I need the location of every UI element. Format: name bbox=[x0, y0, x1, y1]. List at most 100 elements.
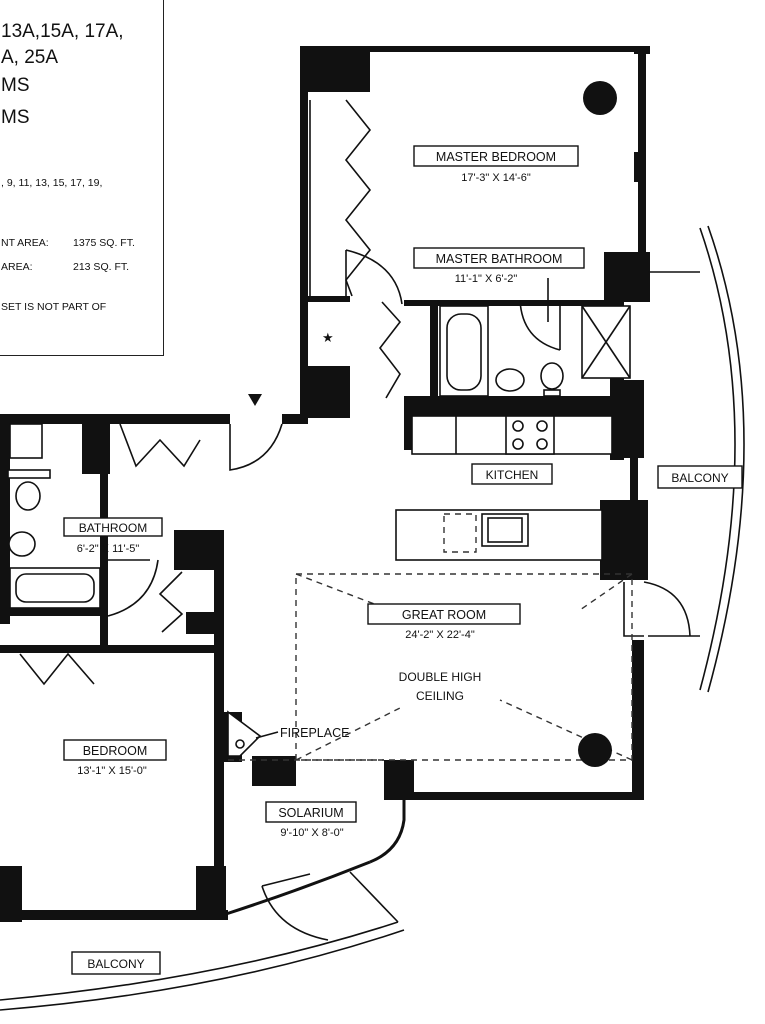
solarium-balcony-door bbox=[261, 873, 329, 941]
legend-balcony-area-label: AREA: bbox=[1, 261, 33, 273]
master-bathroom-label-box bbox=[413, 247, 585, 269]
wall-kitchen-west bbox=[404, 400, 412, 450]
master-bathroom-name: MASTER BATHROOM bbox=[436, 252, 563, 266]
bedroom-name: BEDROOM bbox=[83, 744, 148, 758]
wall-closet-top bbox=[300, 296, 350, 302]
master-bedroom-door bbox=[345, 249, 403, 305]
ceiling-diagonal bbox=[295, 573, 391, 611]
ceiling-note-line-1: DOUBLE HIGH bbox=[399, 670, 482, 684]
balcony-east-railing bbox=[648, 225, 745, 693]
fireplace-icon bbox=[227, 710, 262, 757]
legend-apartment-area-label: NT AREA: bbox=[1, 237, 49, 249]
island-sink-basin bbox=[487, 517, 523, 543]
balcony-south-label-box bbox=[71, 951, 161, 975]
wall-master-east bbox=[638, 52, 646, 152]
bedroom-size: 13'-1" X 15'-0" bbox=[77, 765, 147, 777]
wall-column-great-room-ne bbox=[600, 500, 648, 580]
balcony-south-railing bbox=[0, 871, 405, 1011]
wall-north-left bbox=[0, 414, 230, 424]
wall-column-entry bbox=[300, 366, 350, 418]
entry-door bbox=[229, 423, 283, 471]
bathroom-door bbox=[107, 559, 159, 617]
legend-apartment-area-value: 1375 SQ. FT. bbox=[73, 237, 135, 249]
burner-icon bbox=[512, 438, 524, 450]
cooktop bbox=[505, 415, 555, 455]
legend-unit-line-1: 13A,15A, 17A, bbox=[1, 21, 124, 42]
wall-column-bedroom-se bbox=[196, 866, 226, 918]
wall-solarium-south bbox=[225, 860, 371, 916]
kitchen-label-box bbox=[471, 463, 553, 485]
wall-east-window bbox=[630, 455, 638, 505]
wall-column-solarium-ne bbox=[384, 760, 414, 800]
bathroom-size: 6'-2" X 11'-5" bbox=[77, 543, 140, 555]
master-sink-icon bbox=[495, 368, 525, 392]
closet-star-icon: ★ bbox=[322, 330, 334, 345]
master-bathtub-basin bbox=[446, 313, 482, 391]
burner-icon bbox=[512, 420, 524, 432]
legend-balcony-area-value: 213 SQ. FT. bbox=[73, 261, 130, 273]
master-bedroom-size: 17'-3" X 14'-6" bbox=[461, 172, 531, 184]
entry-triangle-icon bbox=[248, 394, 262, 406]
wall-bath-top bbox=[404, 300, 610, 306]
legend-note: SET IS NOT PART OF bbox=[1, 301, 107, 313]
ceiling-diagonal bbox=[295, 707, 401, 761]
fireplace-grate bbox=[235, 739, 245, 749]
ceiling-diagonal bbox=[499, 699, 633, 761]
wall-corner-ne bbox=[634, 46, 650, 54]
fireplace-leader-line bbox=[255, 731, 279, 739]
dishwasher-outline bbox=[443, 513, 477, 553]
master-closet-bifold-door bbox=[344, 99, 372, 297]
vanity-edge bbox=[7, 469, 51, 479]
unit-legend-box: 13A,15A, 17A, A, 25A MS MS , 9, 11, 13, … bbox=[0, 0, 164, 356]
bath-sink-icon bbox=[8, 531, 36, 557]
great-room-label-box bbox=[367, 603, 521, 625]
solarium-name: SOLARIUM bbox=[278, 806, 343, 820]
wall-top bbox=[300, 46, 650, 52]
swing-doors bbox=[107, 249, 691, 941]
structural-column-icon bbox=[578, 733, 612, 767]
balcony-south-name: BALCONY bbox=[87, 957, 144, 971]
room-labels: MASTER BEDROOM 17'-3" X 14'-6" MASTER BA… bbox=[63, 145, 743, 975]
great-room-size: 24'-2" X 22'-4" bbox=[405, 629, 475, 641]
master-bathroom-size: 11'-1" X 6'-2" bbox=[455, 273, 518, 285]
balcony-railings bbox=[0, 225, 745, 1011]
balcony-east-label-box bbox=[657, 465, 743, 489]
master-toilet-icon bbox=[540, 362, 564, 390]
wall-far-west bbox=[0, 414, 10, 624]
double-high-ceiling-outline bbox=[295, 573, 633, 761]
solarium-label-box bbox=[265, 801, 357, 823]
bath-closet-bifold-door bbox=[119, 423, 201, 468]
master-bath-door bbox=[519, 299, 561, 351]
closet-doors bbox=[19, 99, 402, 686]
hall-closet-bifold-door bbox=[378, 301, 402, 399]
wall-bath-east bbox=[100, 470, 108, 650]
bedroom-closet-south-door bbox=[19, 652, 95, 686]
wall-great-room-south bbox=[404, 792, 644, 800]
ceiling-note-line-2: CEILING bbox=[416, 689, 464, 703]
wall-solarium-east bbox=[369, 796, 406, 864]
wall-master-west bbox=[300, 46, 308, 416]
balcony-east-name: BALCONY bbox=[671, 471, 728, 485]
solarium-size: 9'-10" X 8'-0" bbox=[280, 827, 343, 839]
wall-column-bedroom-sw bbox=[0, 866, 22, 922]
wall-column-top-left bbox=[300, 46, 370, 92]
kitchen-name: KITCHEN bbox=[486, 468, 539, 482]
bedroom-closet-bifold-door bbox=[158, 571, 184, 633]
bath-toilet-icon bbox=[15, 481, 41, 511]
wall-column-kitchen-east bbox=[620, 380, 644, 458]
master-bedroom-name: MASTER BEDROOM bbox=[436, 150, 556, 164]
wall-closet-divider bbox=[186, 612, 222, 634]
wall-bath-bottom bbox=[404, 396, 610, 416]
burner-icon bbox=[536, 438, 548, 450]
legend-unit-line-4: MS bbox=[1, 107, 30, 128]
wall-column-fireplace bbox=[252, 756, 296, 786]
wall-bedroom-north bbox=[0, 645, 222, 653]
wall-master-east-lower bbox=[638, 182, 646, 252]
wall-column-bath-north bbox=[82, 414, 110, 474]
great-room-name: GREAT ROOM bbox=[402, 608, 486, 622]
burner-icon bbox=[536, 420, 548, 432]
wall-bedroom-east bbox=[214, 530, 224, 900]
balcony-east-door bbox=[623, 581, 691, 637]
